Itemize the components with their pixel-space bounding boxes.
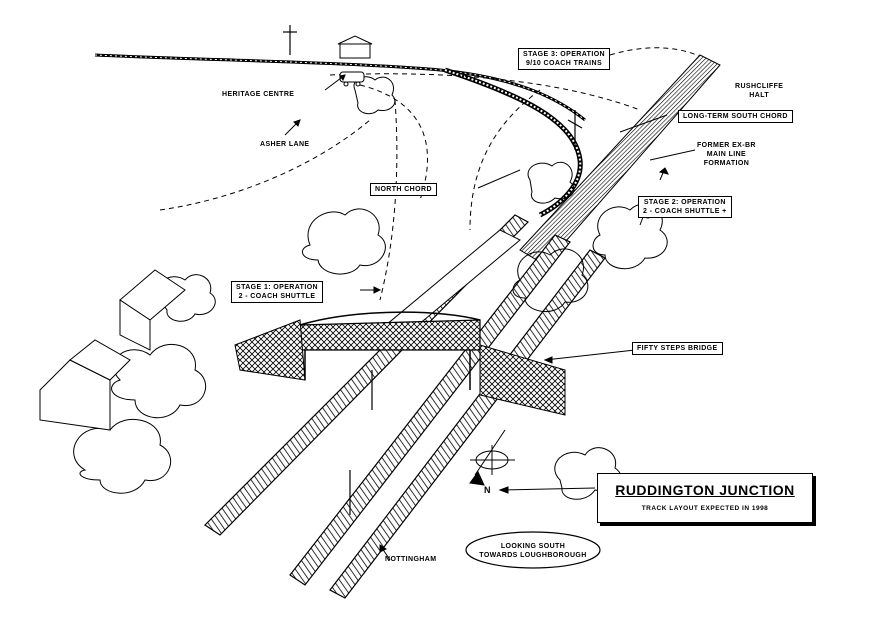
stage1-line2: 2 - COACH SHUTTLE xyxy=(238,293,316,300)
nottingham-label: NOTTINGHAM xyxy=(385,556,437,563)
fifty-steps-bridge-drawing xyxy=(234,311,566,416)
former-br-line3: FORMATION xyxy=(703,160,750,167)
rushcliffe-line2: HALT xyxy=(749,92,770,99)
diagram-subtitle: TRACK LAYOUT EXPECTED IN 1998 xyxy=(641,505,769,512)
stage1-label: STAGE 1: OPERATION 2 - COACH SHUTTLE xyxy=(231,281,324,303)
former-br-line2: MAIN LINE xyxy=(706,151,747,158)
signal-posts xyxy=(283,25,583,515)
former-br-line1: FORMER EX-BR xyxy=(697,142,756,149)
north-chord-label: NORTH CHORD xyxy=(370,183,437,196)
compass-icon xyxy=(469,429,515,486)
stage2-line2: 2 - COACH SHUTTLE + xyxy=(643,208,727,215)
title-box: RUDDINGTON JUNCTION TRACK LAYOUT EXPECTE… xyxy=(597,473,813,523)
looking-south-line2: TOWARDS LOUGHBOROUGH xyxy=(479,552,587,559)
north-chord-track xyxy=(444,67,583,218)
stage3-line2: 9/10 COACH TRAINS xyxy=(525,60,603,67)
fifty-steps-bridge-label: FIFTY STEPS BRIDGE xyxy=(632,342,723,355)
diagram-title: RUDDINGTON JUNCTION xyxy=(615,482,795,498)
former-main-line-label: FORMER EX-BR MAIN LINE FORMATION xyxy=(697,141,756,168)
rushcliffe-line1: RUSHCLIFFE xyxy=(735,83,784,90)
stage3-label: STAGE 3: OPERATION 9/10 COACH TRAINS xyxy=(518,48,611,70)
heritage-centre-label: HERITAGE CENTRE xyxy=(222,91,295,98)
stage3-line1: STAGE 3: OPERATION xyxy=(523,51,606,58)
tree-clusters xyxy=(73,76,668,500)
long-term-south-chord-dashed xyxy=(329,73,641,111)
looking-south-label: LOOKING SOUTH TOWARDS LOUGHBOROUGH xyxy=(478,542,588,560)
buildings xyxy=(39,35,373,431)
stage2-line1: STAGE 2: OPERATION xyxy=(643,199,726,206)
looking-south-line1: LOOKING SOUTH xyxy=(500,543,566,550)
compass-north-letter: N xyxy=(484,485,491,495)
stage2-label: STAGE 2: OPERATION 2 - COACH SHUTTLE + xyxy=(638,196,732,218)
heritage-centre-line xyxy=(94,53,586,122)
heritage-centre-vehicles xyxy=(339,71,365,87)
stage1-line1: STAGE 1: OPERATION xyxy=(236,284,319,291)
rushcliffe-halt-label: RUSHCLIFFE HALT xyxy=(735,82,783,100)
looking-south-oval xyxy=(465,531,601,569)
long-term-south-chord-label: LONG-TERM SOUTH CHORD xyxy=(678,110,793,123)
asher-lane-label: ASHER LANE xyxy=(260,141,310,148)
